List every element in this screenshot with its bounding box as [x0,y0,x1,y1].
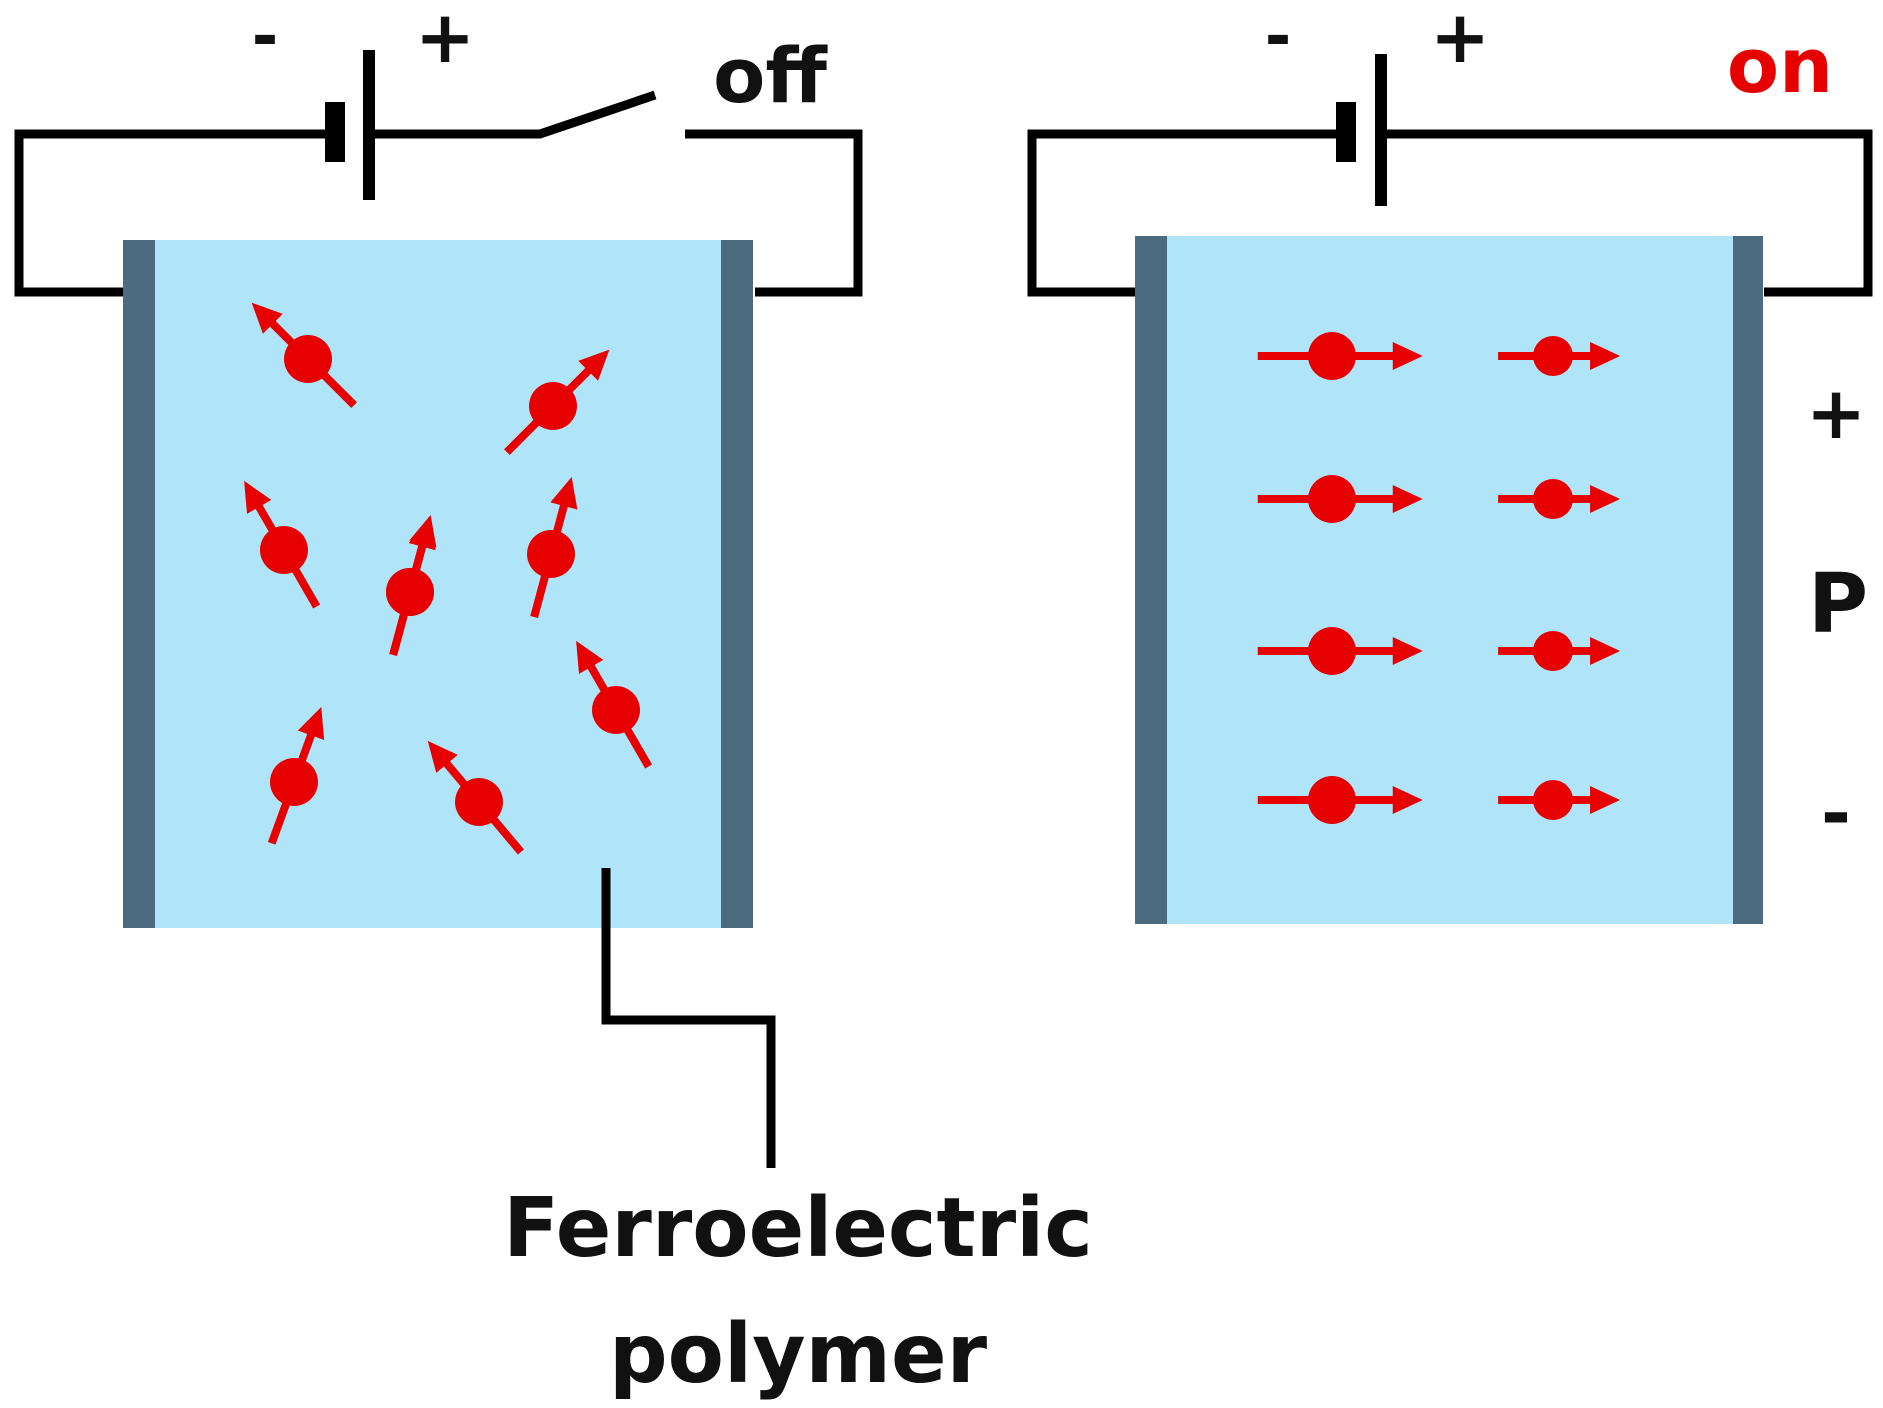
random-dipoles [244,302,653,855]
right-battery-plus: + [1430,0,1490,79]
left-battery-minus: - [252,0,279,74]
left-circuit-wire [14,90,863,297]
left-battery-plus: + [415,0,475,79]
aligned-dipole-1 [1257,332,1423,380]
aligned-dipole-4 [1498,479,1621,519]
aligned-dipoles [1257,332,1621,824]
switch-off-label: off [713,31,828,120]
right-battery-minus: - [1265,0,1292,74]
aligned-dipole-2 [1498,336,1621,376]
random-dipole-6 [576,640,653,769]
switch-on-label: on [1727,21,1833,110]
random-dipole-5 [527,476,578,619]
right-panel: - + on + P - [1027,0,1873,924]
aligned-dipole-7 [1257,776,1423,824]
aligned-dipole-8 [1498,780,1621,820]
polarization-plus: + [1806,371,1866,455]
right-electrode-left [1135,236,1167,924]
random-dipole-3 [244,480,321,609]
aligned-dipole-6 [1498,631,1621,671]
random-dipole-9 [386,517,436,654]
right-circuit-wire [1027,129,1873,297]
material-label-leader-line [601,868,776,1168]
right-battery-icon [1336,54,1387,206]
right-polymer-film [1135,236,1763,924]
left-panel: - + off Ferroelectric polymer [14,0,1093,1402]
random-dipole-7 [267,707,325,845]
left-battery-icon [325,50,375,200]
polarization-minus: - [1821,771,1851,855]
material-label-line1: Ferroelectric [503,1181,1093,1276]
aligned-dipole-3 [1257,475,1423,523]
material-label-line2: polymer [609,1307,988,1402]
random-dipole-1 [251,302,357,408]
random-dipole-8 [427,740,525,855]
polarization-label: P [1808,557,1868,652]
right-electrode-right [1733,236,1763,924]
left-electrode-left [123,240,155,928]
left-electrode-right [721,240,753,928]
random-dipole-2 [504,349,610,455]
aligned-dipole-5 [1257,627,1423,675]
left-polymer-film [123,240,753,928]
